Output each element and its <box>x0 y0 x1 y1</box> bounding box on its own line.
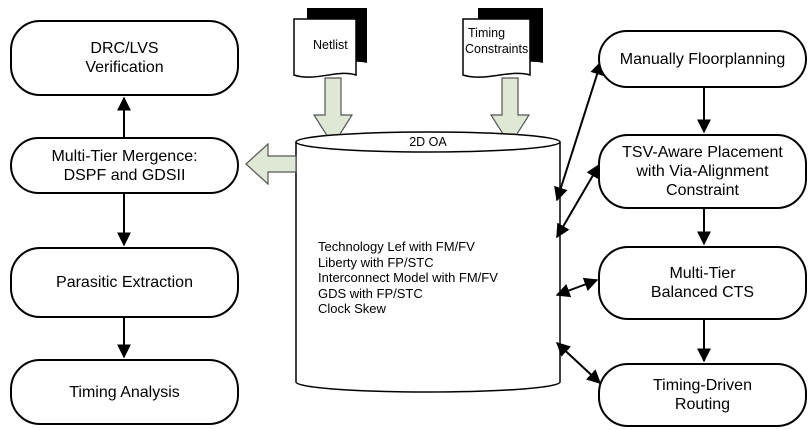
node-label: Verification <box>85 59 164 76</box>
node-label: TSV-Aware Placement <box>622 144 783 161</box>
node-label: Parasitic Extraction <box>56 274 193 291</box>
node-label: Timing Analysis <box>69 383 180 401</box>
database-title: 2D OA <box>409 135 447 149</box>
parasitic-extraction-node: Parasitic Extraction <box>10 247 239 318</box>
database-content-item: GDS with FP/STC <box>318 285 423 301</box>
arrow-db-floorplan <box>554 60 604 202</box>
arrow-db-routing <box>555 342 602 384</box>
node-label: DRC/LVS <box>90 40 159 57</box>
database-content-item: Clock Skew <box>318 301 386 316</box>
node-label: Multi-Tier <box>669 265 736 282</box>
netlist-label: Netlist <box>313 38 348 52</box>
node-label: Routing <box>674 396 731 413</box>
timing-block-arrow <box>489 77 531 147</box>
timing-constraints-document <box>462 8 543 78</box>
arrow-db-placement <box>556 163 600 239</box>
node-label: Multi-Tier Mergence: <box>51 147 198 165</box>
timing-analysis-node: Timing Analysis <box>10 359 239 425</box>
arrow-db-cts <box>555 277 599 298</box>
node-label: Manually Floorplanning <box>619 50 786 68</box>
netlist-block-arrow <box>312 77 354 147</box>
netlist-document <box>293 8 367 78</box>
node-label: with Via-Alignment <box>636 163 769 180</box>
multi-tier-mergence-node: Multi-Tier Mergence:DSPF and GDSII <box>10 137 239 194</box>
node-label: Balanced CTS <box>650 284 755 301</box>
mergence-block-arrow <box>245 142 297 186</box>
timing-constraints-label-line2: Constraints <box>465 42 529 56</box>
database-content-item: Technology Lef with FM/FV <box>318 239 475 254</box>
drc-lvs-verification-node: DRC/LVS Verification <box>10 20 239 96</box>
manually-floorplanning-node: Manually Floorplanning <box>598 30 807 88</box>
database-content-item: Liberty with FP/STC <box>318 254 434 270</box>
node-label: Constraint <box>666 182 739 199</box>
node-label: DSPF and GDSII <box>63 166 186 184</box>
database-content-item: Interconnect Model with FM/FV <box>318 270 498 285</box>
timing-constraints-label-line1: Timing <box>468 26 506 40</box>
node-label: Timing-Driven <box>653 377 752 394</box>
